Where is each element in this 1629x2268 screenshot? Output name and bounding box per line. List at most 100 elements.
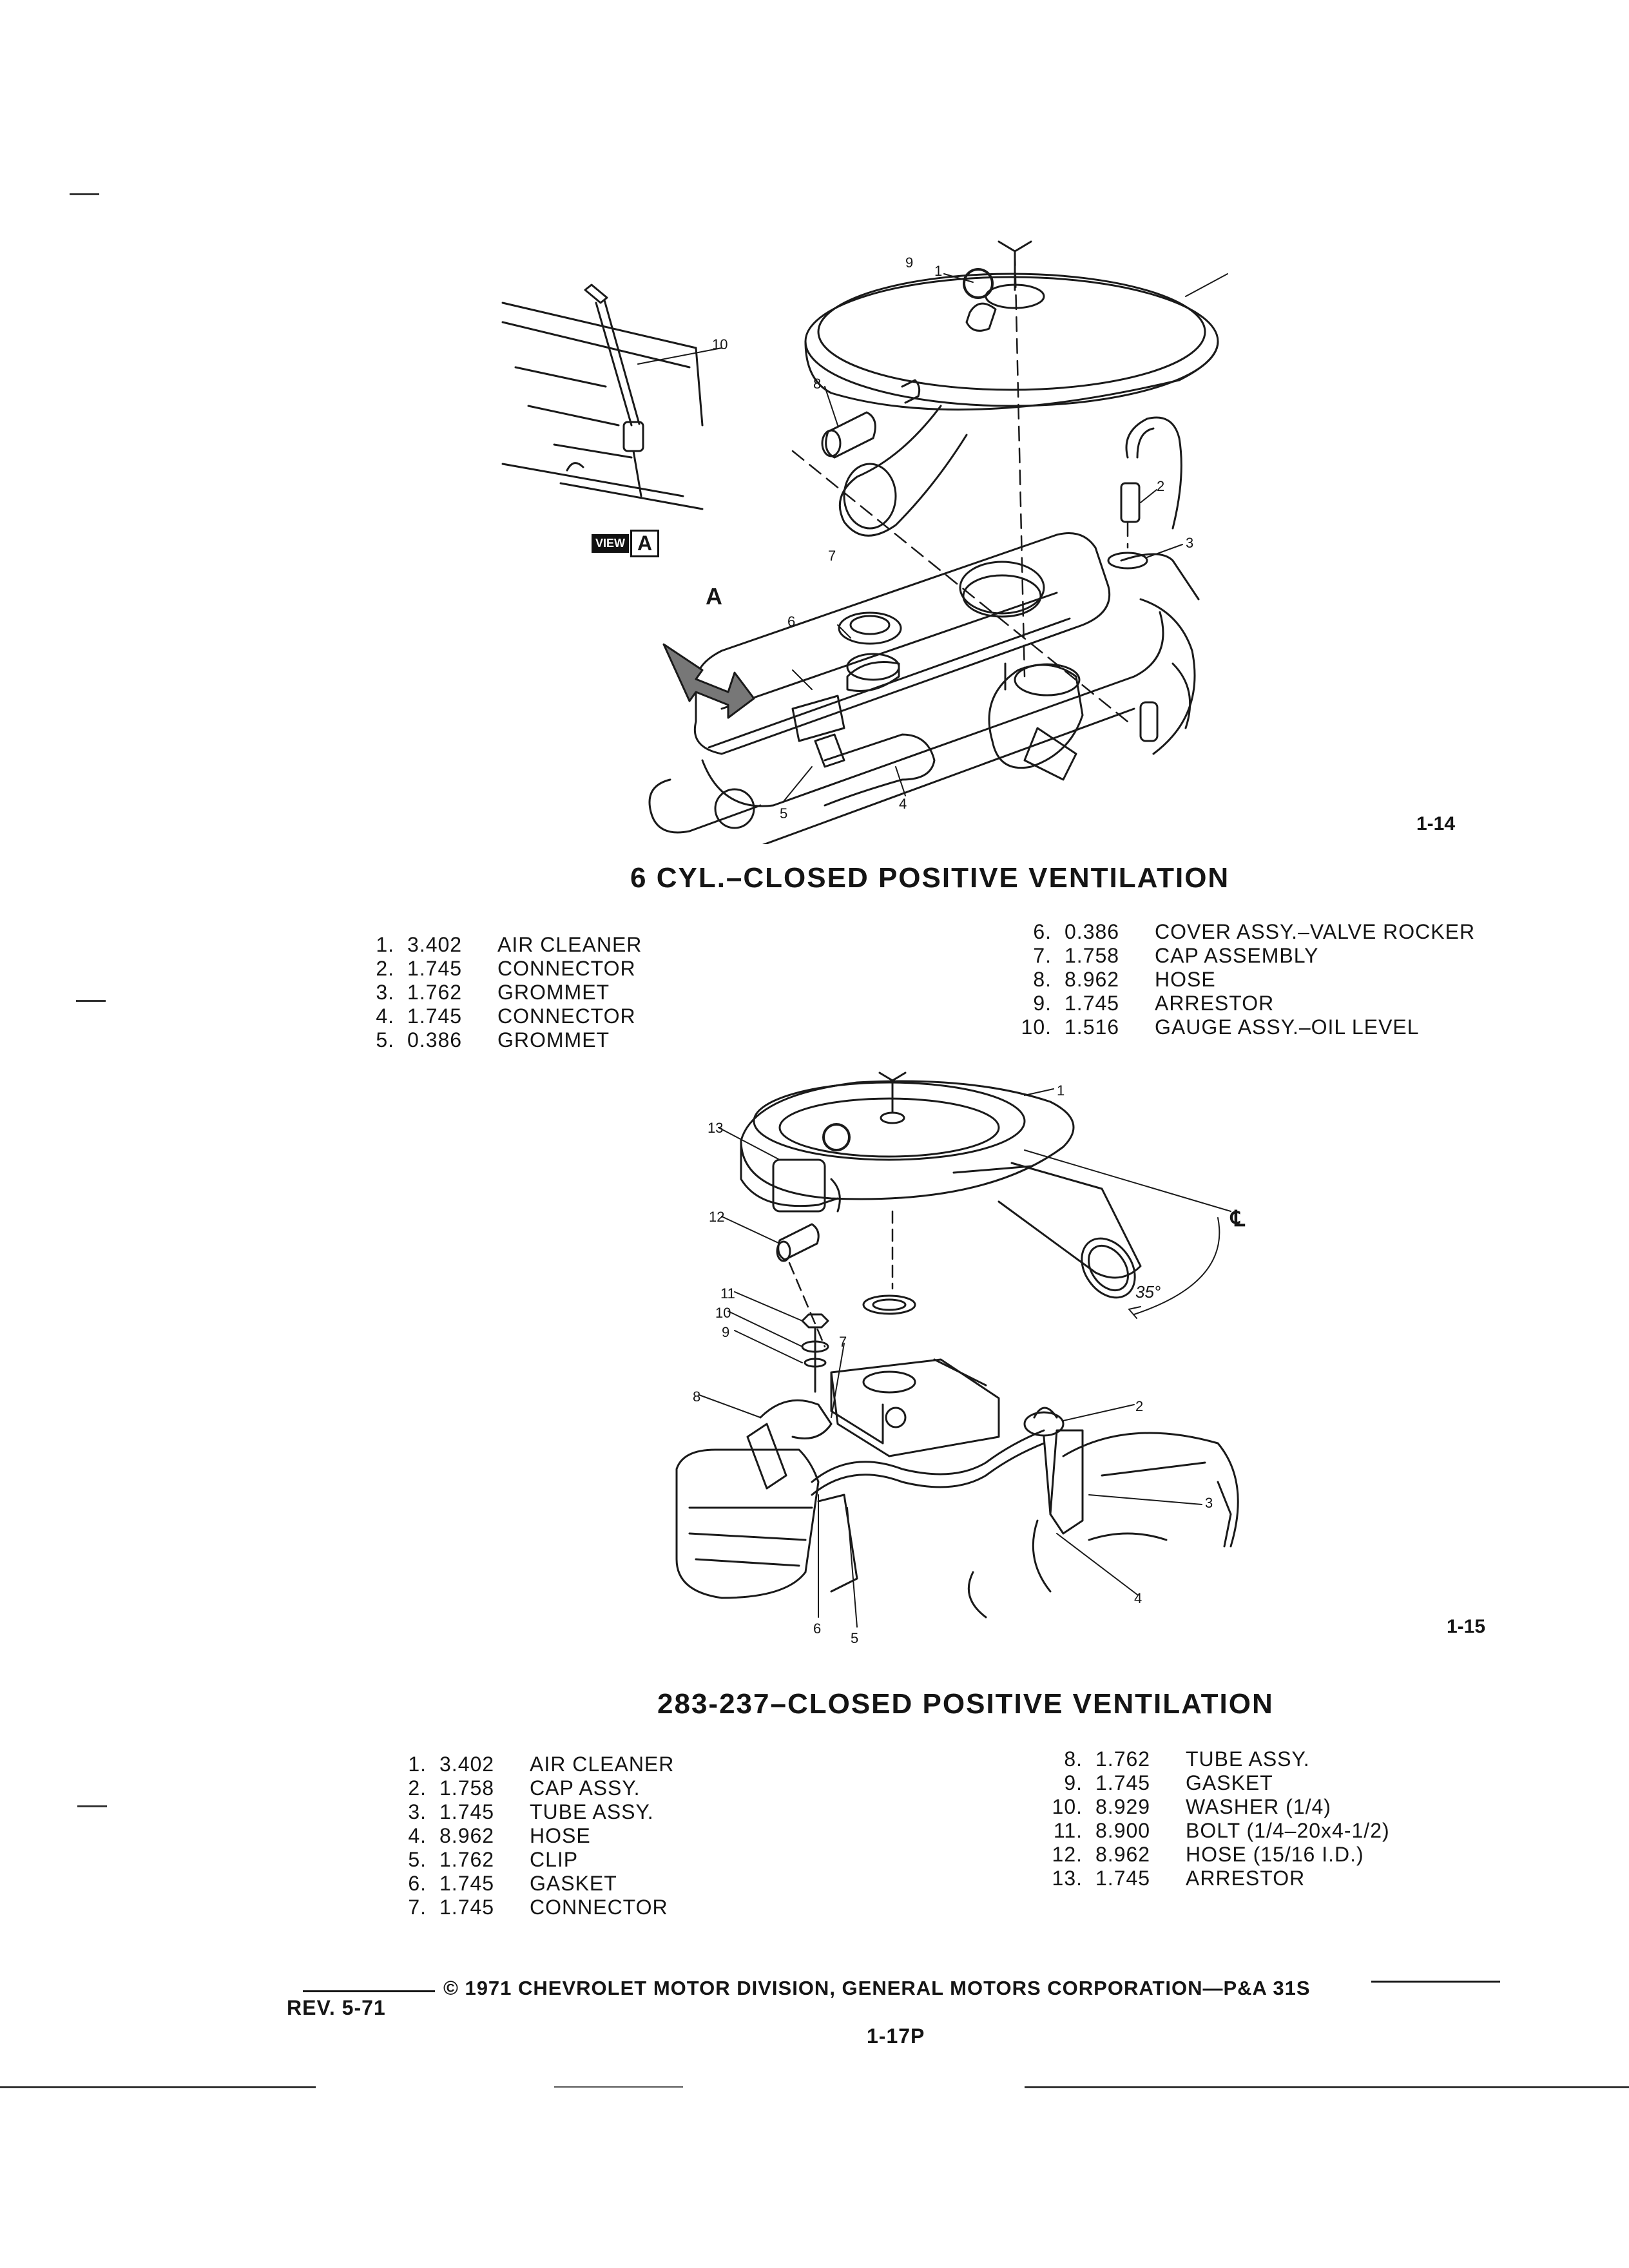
part-description: TUBE ASSY. bbox=[530, 1800, 654, 1823]
part-number: 1. bbox=[408, 1753, 427, 1776]
callout-label: 12 bbox=[709, 1209, 725, 1225]
view-a-inset bbox=[501, 284, 704, 510]
part-description: WASHER (1/4) bbox=[1186, 1795, 1331, 1818]
part-group-code: 0.386 bbox=[407, 1028, 463, 1052]
parts-list-row: 8. 8.962 HOSE bbox=[1005, 968, 1475, 992]
part-group-code: 1.745 bbox=[407, 1004, 463, 1028]
part-group-code: 3.402 bbox=[407, 933, 463, 956]
part-group-code: 1.762 bbox=[407, 981, 463, 1004]
callout-label: 1 bbox=[934, 263, 943, 279]
part-group-code: 1.762 bbox=[1095, 1747, 1151, 1771]
part-group-code: 1.758 bbox=[1065, 944, 1120, 967]
callout-label: 4 bbox=[899, 796, 907, 812]
part-description: GAUGE ASSY.–OIL LEVEL bbox=[1155, 1015, 1420, 1039]
part-group-code: 3.402 bbox=[439, 1753, 495, 1776]
part-number: 3. bbox=[408, 1800, 427, 1823]
callout-label: 5 bbox=[851, 1630, 859, 1646]
part-number: 9. bbox=[1033, 992, 1052, 1015]
part-number: 10. bbox=[1021, 1015, 1052, 1039]
part-group-code: 0.386 bbox=[1065, 920, 1120, 943]
callout-label: 9 bbox=[722, 1324, 730, 1340]
part-description: CLIP bbox=[530, 1848, 579, 1871]
valve-rocker-cover bbox=[648, 532, 1200, 844]
part-number: 4. bbox=[408, 1824, 427, 1847]
part-group-code: 1.762 bbox=[439, 1848, 495, 1871]
copyright-text: © 1971 CHEVROLET MOTOR DIVISION, GENERAL… bbox=[443, 1977, 1311, 1999]
part-group-code: 1.745 bbox=[439, 1896, 495, 1919]
part-group-code: 1.758 bbox=[439, 1776, 495, 1800]
parts-list-row: 6. 0.386 COVER ASSY.–VALVE ROCKER bbox=[1005, 920, 1475, 944]
callout-label: 2 bbox=[1157, 478, 1165, 494]
part-group-code: 8.962 bbox=[1095, 1843, 1151, 1866]
margin-mark bbox=[70, 193, 99, 195]
footer-rule-right bbox=[1371, 1981, 1500, 1983]
part-number: 8. bbox=[1033, 968, 1052, 991]
callout-label: 2 bbox=[1135, 1398, 1144, 1414]
part-description: CONNECTOR bbox=[497, 957, 636, 980]
callout-label: 8 bbox=[693, 1389, 701, 1405]
part-group-code: 8.929 bbox=[1095, 1795, 1151, 1818]
part-number: 8. bbox=[1064, 1747, 1083, 1771]
margin-mark bbox=[76, 1000, 106, 1002]
view-label: VIEW bbox=[592, 534, 630, 553]
part-number: 3. bbox=[376, 981, 394, 1004]
parts-list-row: 7. 1.745 CONNECTOR bbox=[380, 1896, 674, 1919]
callout-label: 4 bbox=[1134, 1590, 1142, 1606]
part-number: 7. bbox=[408, 1896, 427, 1919]
part-number: 9. bbox=[1064, 1771, 1083, 1794]
footer-rule-left bbox=[303, 1990, 435, 1992]
part-number: 5. bbox=[376, 1028, 394, 1052]
view-a-tag: VIEW A bbox=[592, 530, 660, 557]
callout-label: 7 bbox=[839, 1334, 847, 1350]
part-group-code: 1.745 bbox=[439, 1800, 495, 1823]
part-description: AIR CLEANER bbox=[530, 1753, 675, 1776]
air-cleaner bbox=[740, 1072, 1142, 1299]
part-description: TUBE ASSY. bbox=[1186, 1747, 1310, 1771]
figure-title: 6 CYL.–CLOSED POSITIVE VENTILATION bbox=[630, 862, 1230, 894]
part-number: 10. bbox=[1052, 1795, 1083, 1818]
callout-label: 1 bbox=[1057, 1082, 1065, 1099]
revision-label: REV. 5-71 bbox=[287, 1996, 386, 2019]
bottom-scan-line bbox=[554, 2086, 683, 2088]
callout-label: 3 bbox=[1186, 535, 1194, 551]
callout-label: 10 bbox=[715, 1305, 731, 1321]
part-description: GROMMET bbox=[497, 1028, 610, 1052]
part-description: CAP ASSY. bbox=[530, 1776, 641, 1800]
figure-number: 1-14 bbox=[1416, 813, 1456, 834]
parts-list-row: 3. 1.745 TUBE ASSY. bbox=[380, 1800, 674, 1824]
bottom-scan-line bbox=[0, 2086, 316, 2088]
part-number: 6. bbox=[1033, 920, 1052, 943]
callout-label: 9 bbox=[905, 255, 914, 271]
part-group-code: 1.745 bbox=[1065, 992, 1120, 1015]
part-group-code: 8.962 bbox=[1065, 968, 1120, 991]
angle-label: 35° bbox=[1135, 1282, 1161, 1302]
part-group-code: 8.962 bbox=[439, 1824, 495, 1847]
part-description: COVER ASSY.–VALVE ROCKER bbox=[1155, 920, 1476, 943]
part-description: BOLT (1/4–20x4-1/2) bbox=[1186, 1819, 1390, 1842]
figure-6cyl-illustration bbox=[477, 213, 1250, 844]
callout-label: 6 bbox=[813, 1620, 822, 1637]
view-letter: A bbox=[630, 530, 660, 557]
part-group-code: 1.745 bbox=[439, 1872, 495, 1895]
part-group-code: 1.745 bbox=[1095, 1771, 1151, 1794]
parts-list-row: 1. 3.402 AIR CLEANER bbox=[380, 1753, 674, 1776]
part-group-code: 1.745 bbox=[1095, 1867, 1151, 1890]
part-description: HOSE bbox=[1155, 968, 1216, 991]
callout-label: 7 bbox=[828, 548, 836, 564]
part-description: HOSE bbox=[530, 1824, 591, 1847]
callout-label: 13 bbox=[708, 1120, 724, 1136]
parts-list-row: 10. 8.929 WASHER (1/4) bbox=[1036, 1795, 1390, 1819]
part-description: CONNECTOR bbox=[530, 1896, 668, 1919]
